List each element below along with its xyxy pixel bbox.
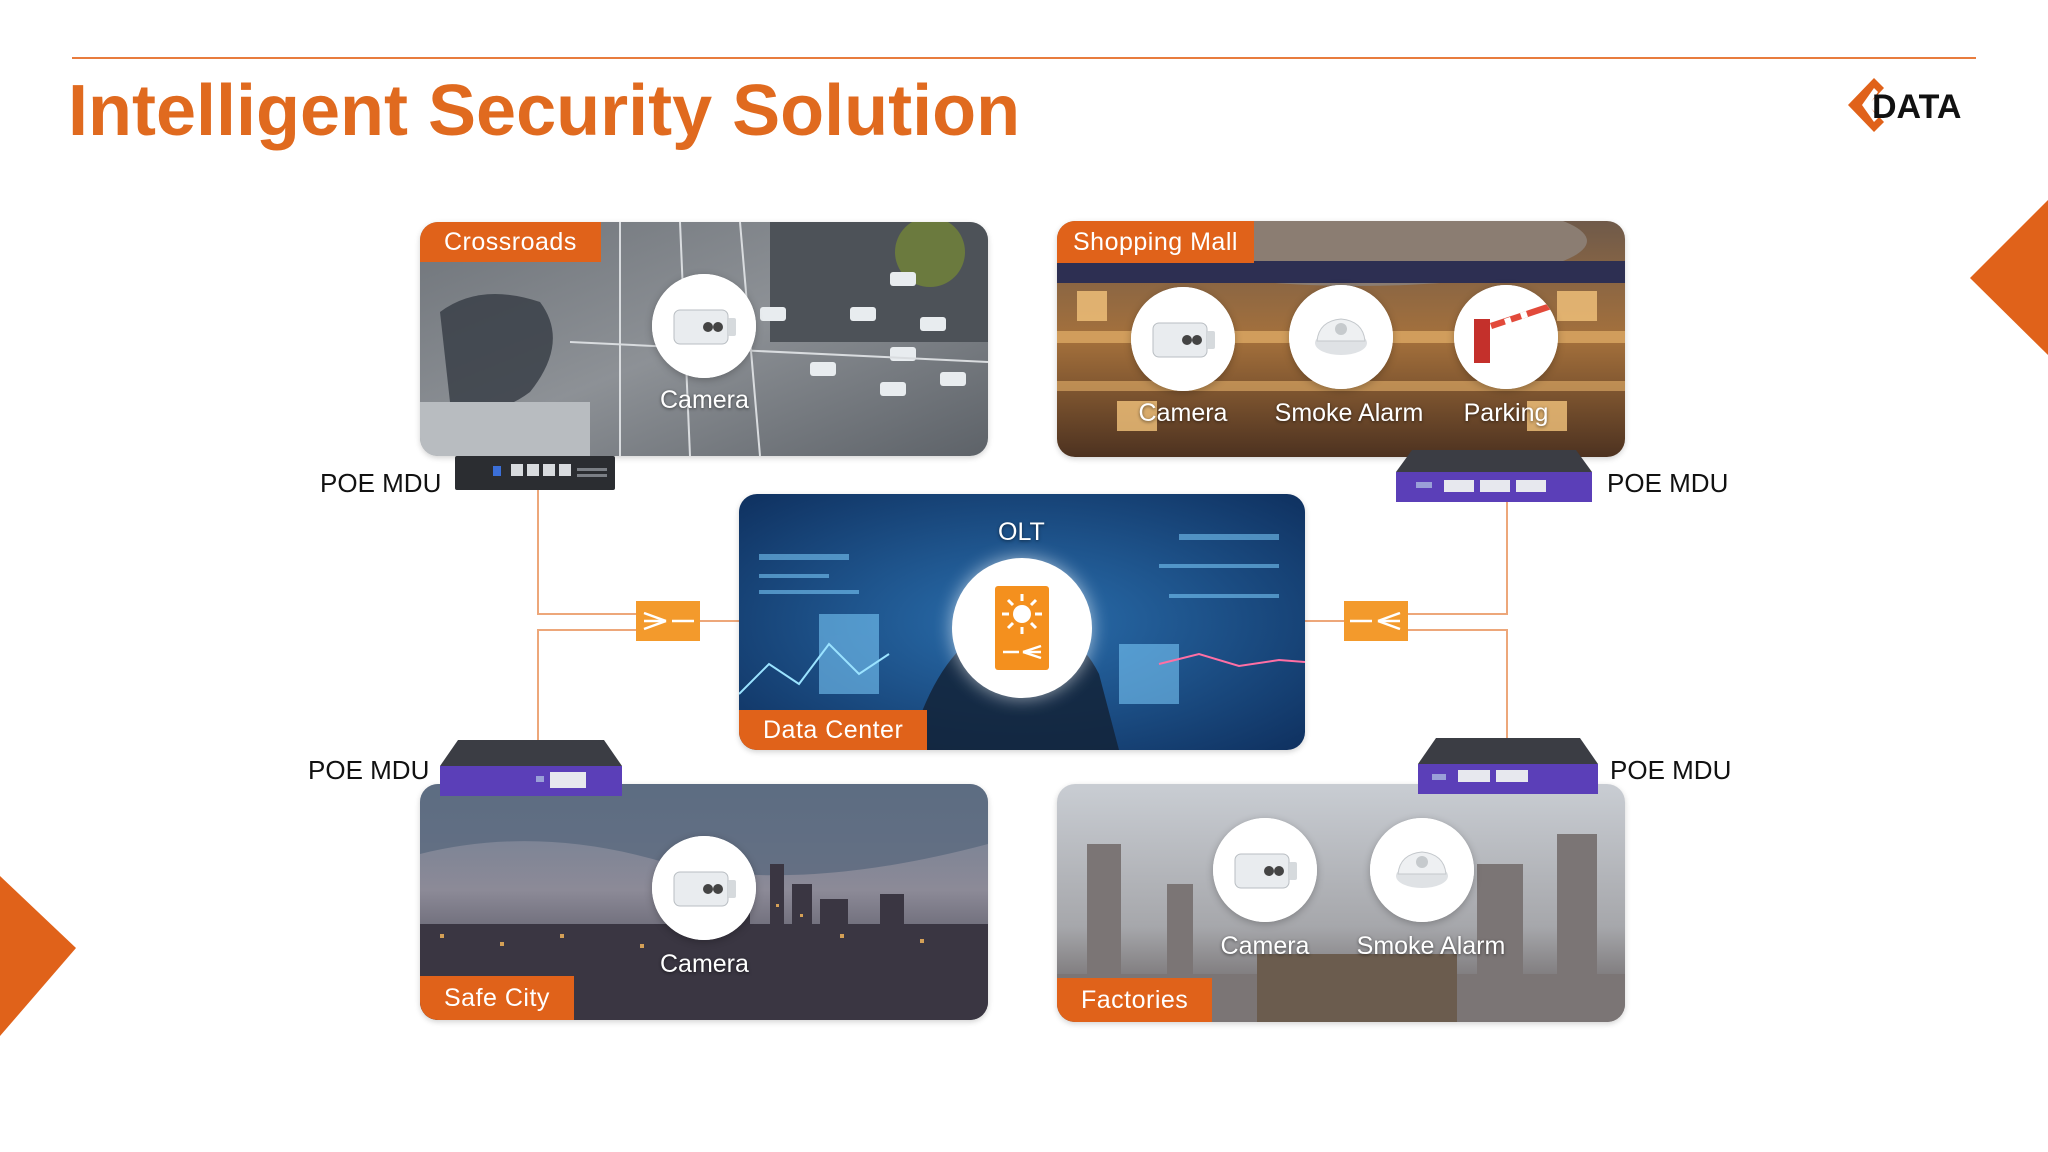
- parking-barrier-icon: [1454, 285, 1558, 389]
- link-line: [537, 613, 637, 615]
- olt-device-icon: [952, 558, 1092, 698]
- splitter-icon: [1344, 601, 1408, 641]
- scene-label: Shopping Mall: [1057, 221, 1254, 263]
- camera-icon: [652, 836, 756, 940]
- splitter-icon: [636, 601, 700, 641]
- camera-icon: [652, 274, 756, 378]
- device-label: Camera: [660, 950, 749, 978]
- camera-icon: [1213, 818, 1317, 922]
- device-label: Smoke Alarm: [1356, 932, 1506, 960]
- poe-switch-icon: [1396, 450, 1592, 504]
- scene-label: Factories: [1057, 978, 1213, 1022]
- device-label: Smoke Alarm: [1274, 399, 1424, 427]
- link-line: [537, 629, 539, 741]
- decor-triangle-left: [0, 876, 78, 1036]
- page-title: Intelligent Security Solution: [68, 71, 1021, 151]
- poe-switch-icon: [440, 740, 622, 796]
- link-line: [1408, 613, 1508, 615]
- link-line: [1305, 620, 1345, 622]
- link-line: [537, 490, 539, 615]
- cdata-logo: DATA: [1844, 72, 1980, 138]
- link-line: [1506, 500, 1508, 615]
- scene-label: Crossroads: [420, 222, 601, 262]
- camera-icon: [1131, 287, 1235, 391]
- poe-mdu-label: POE MDU: [308, 755, 430, 785]
- poe-mdu-label: POE MDU: [1607, 468, 1729, 498]
- olt-label: OLT: [998, 518, 1045, 546]
- header-divider: [72, 57, 1976, 59]
- link-line: [700, 620, 740, 622]
- decor-triangle-right: [1970, 200, 2048, 355]
- device-label: Camera: [1220, 932, 1310, 960]
- scene-label: Safe City: [420, 976, 574, 1020]
- scene-factories: Factories: [1057, 784, 1625, 1022]
- logo-text: DATA: [1872, 88, 1961, 126]
- smoke-alarm-icon: [1289, 285, 1393, 389]
- smoke-alarm-icon: [1370, 818, 1474, 922]
- device-label: Camera: [1138, 399, 1228, 427]
- link-line: [1408, 629, 1508, 631]
- poe-switch-icon: [1418, 738, 1598, 794]
- link-line: [1506, 629, 1508, 741]
- link-line: [537, 629, 637, 631]
- device-label: Parking: [1463, 399, 1549, 427]
- scene-label: Data Center: [739, 710, 928, 750]
- poe-switch-icon: [455, 456, 615, 490]
- poe-mdu-label: POE MDU: [320, 468, 442, 498]
- device-label: Camera: [660, 386, 749, 414]
- poe-mdu-label: POE MDU: [1610, 755, 1732, 785]
